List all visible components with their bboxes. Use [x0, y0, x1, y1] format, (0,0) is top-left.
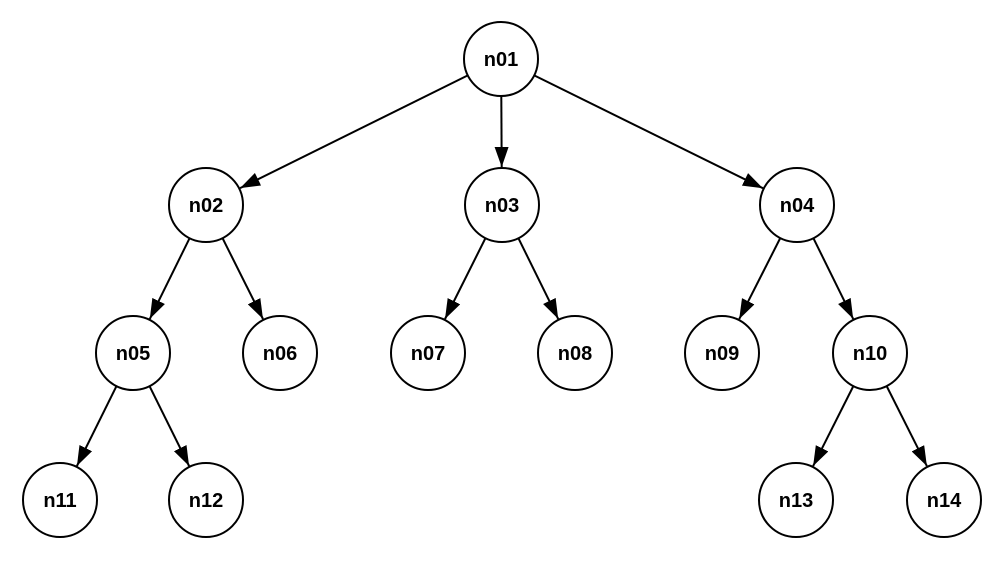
edge-n01-n02 — [239, 74, 469, 189]
node-circle-n12 — [168, 462, 244, 538]
node-label-n11: n11 — [43, 490, 76, 512]
node-label-n05: n05 — [116, 343, 150, 365]
node-circle-n10 — [832, 315, 908, 391]
node-n06: n06 — [242, 315, 318, 391]
node-label-n06: n06 — [263, 343, 297, 365]
node-circle-n06 — [242, 315, 318, 391]
node-label-n01: n01 — [484, 49, 518, 71]
node-n08: n08 — [537, 315, 613, 391]
node-n03: n03 — [464, 167, 540, 243]
node-circle-n08 — [537, 315, 613, 391]
node-circle-n11 — [22, 462, 98, 538]
edge-n05-n12 — [148, 385, 190, 467]
node-circle-n14 — [906, 462, 982, 538]
node-n09: n09 — [684, 315, 760, 391]
edge-n01-n04 — [533, 74, 764, 190]
node-n12: n12 — [168, 462, 244, 538]
node-n05: n05 — [95, 315, 171, 391]
node-n14: n14 — [906, 462, 982, 538]
node-circle-n01 — [463, 21, 539, 97]
node-n02: n02 — [168, 167, 244, 243]
node-n07: n07 — [390, 315, 466, 391]
node-n04: n04 — [759, 167, 835, 243]
node-n11: n11 — [22, 462, 98, 538]
node-label-n12: n12 — [189, 490, 223, 512]
node-circle-n09 — [684, 315, 760, 391]
node-label-n08: n08 — [558, 343, 592, 365]
edge-n04-n09 — [738, 237, 782, 320]
node-label-n10: n10 — [853, 343, 887, 365]
edge-n02-n05 — [148, 237, 191, 320]
edge-n04-n10 — [812, 237, 855, 320]
node-circle-n13 — [758, 462, 834, 538]
edge-n10-n14 — [885, 385, 928, 467]
edge-n10-n13 — [812, 385, 855, 467]
edge-n03-n08 — [517, 237, 560, 320]
node-label-n09: n09 — [705, 343, 739, 365]
node-label-n04: n04 — [780, 195, 815, 217]
node-circle-n07 — [390, 315, 466, 391]
node-label-n02: n02 — [189, 195, 223, 217]
node-label-n03: n03 — [485, 195, 519, 217]
edges-layer — [76, 74, 928, 467]
node-label-n07: n07 — [411, 343, 445, 365]
node-label-n14: n14 — [927, 490, 962, 512]
nodes-layer: n01 n02 n03 n04 n05 n06 n07 n08 n09 n10 n11 n12 n13 n… — [22, 21, 982, 538]
node-circle-n05 — [95, 315, 171, 391]
edge-n03-n07 — [444, 237, 487, 320]
node-circle-n03 — [464, 167, 540, 243]
node-n01: n01 — [463, 21, 539, 97]
edge-n05-n11 — [76, 385, 118, 467]
node-circle-n02 — [168, 167, 244, 243]
node-label-n13: n13 — [779, 490, 813, 512]
edge-n02-n06 — [221, 237, 264, 320]
node-circle-n04 — [759, 167, 835, 243]
node-n13: n13 — [758, 462, 834, 538]
node-n10: n10 — [832, 315, 908, 391]
